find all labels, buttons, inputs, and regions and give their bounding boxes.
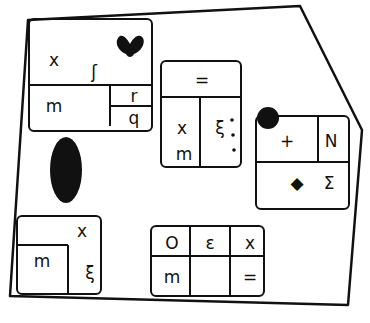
map-symbol: m: [34, 253, 51, 270]
map-symbol: ◆: [290, 175, 303, 192]
map-symbol: ξ: [215, 120, 224, 137]
map-symbol: x: [177, 120, 187, 137]
map-symbol: r: [131, 88, 138, 105]
map-symbol: ξ: [85, 265, 94, 282]
map-symbol: ʃ: [91, 64, 97, 81]
map-symbol: x: [245, 235, 255, 252]
map-symbol: m: [176, 146, 193, 163]
dot-row: [230, 118, 236, 152]
map-symbol: q: [129, 110, 140, 127]
map-symbol: m: [164, 269, 181, 286]
site-boundary: [10, 6, 362, 305]
map-symbol: Σ: [324, 175, 335, 192]
map-symbol: +: [280, 133, 294, 150]
filled-ellipse: [50, 137, 82, 203]
filled-dot: [257, 107, 279, 129]
map-symbol: x: [77, 223, 87, 240]
map-symbol: =: [243, 269, 257, 286]
map-symbol: =: [195, 72, 209, 89]
map-symbol: ε: [205, 235, 214, 252]
building-block: x ʃ m rq: [28, 18, 153, 132]
map-symbol: N: [325, 133, 338, 150]
building-block: Oε x m =: [150, 225, 265, 297]
map-symbol: O: [165, 235, 178, 252]
cell-lines: [16, 85, 350, 297]
building-block: x m ξ: [16, 215, 102, 295]
butterfly-mark: [117, 36, 144, 57]
building-block: = x ξ m: [160, 60, 242, 168]
building-block: + N ◆ Σ: [255, 115, 350, 210]
map-symbol: m: [46, 98, 63, 115]
map-symbol: x: [49, 52, 59, 69]
